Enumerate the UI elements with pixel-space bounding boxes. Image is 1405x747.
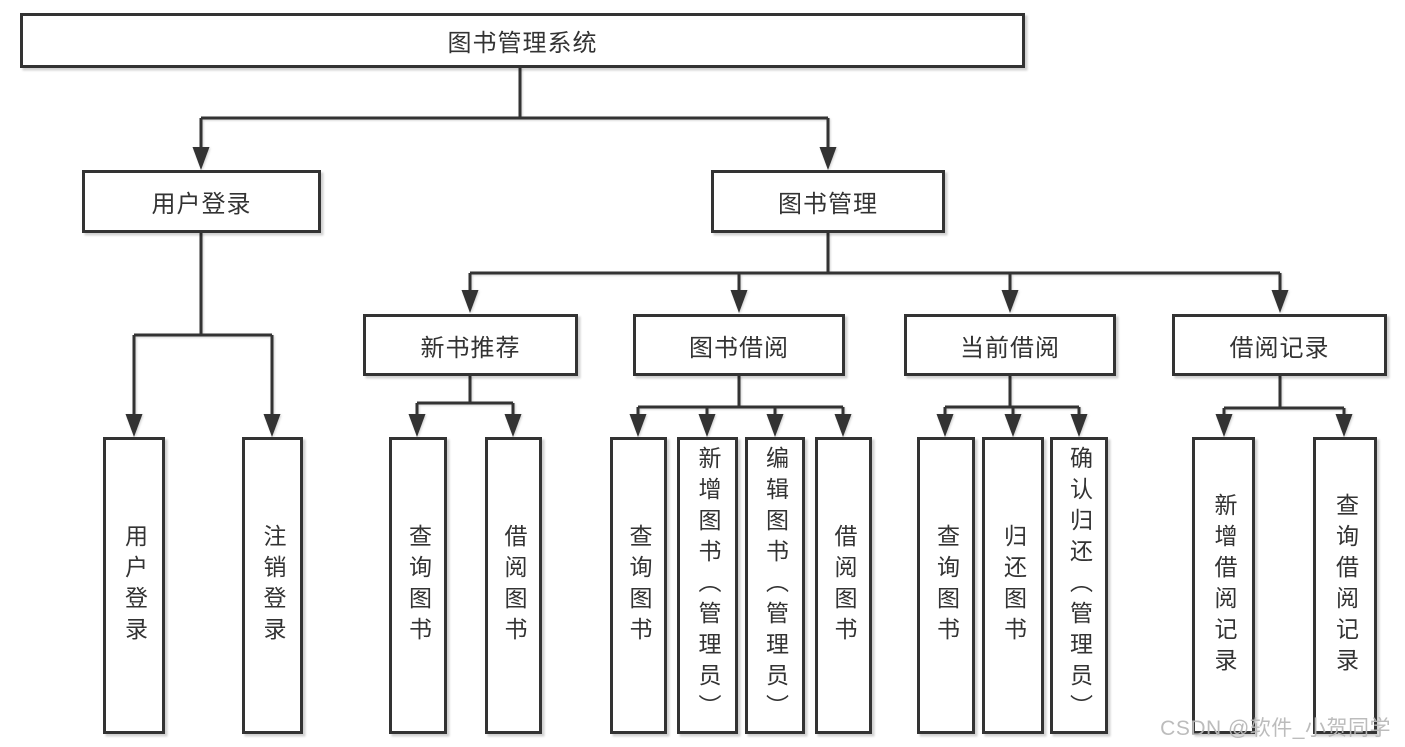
arrowhead xyxy=(730,290,748,313)
connector-current-borrowing-to-leaves xyxy=(936,376,1088,437)
leaf-query-books-current: 查询图书 xyxy=(917,437,975,734)
arrowhead xyxy=(125,414,143,437)
connector-root-to-level1 xyxy=(192,68,837,170)
arrowhead xyxy=(819,147,837,170)
leaf-query-borrow-record: 查询借阅记录 xyxy=(1313,437,1377,734)
node-book-borrowing: 图书借阅 xyxy=(633,314,845,376)
leaf-query-books-recommend: 查询图书 xyxy=(389,437,447,734)
leaf-logout: 注销登录 xyxy=(242,437,303,734)
arrowhead xyxy=(1004,414,1022,437)
node-label: 用户登录 xyxy=(121,523,148,648)
node-label: 新增借阅记录 xyxy=(1211,492,1237,679)
arrowhead xyxy=(766,414,784,437)
arrowhead xyxy=(461,290,479,313)
arrowhead xyxy=(629,414,647,437)
connector-book-management-to-level2 xyxy=(461,233,1289,313)
node-book-management: 图书管理 xyxy=(711,170,945,233)
arrowhead xyxy=(1001,290,1019,313)
node-label: 新书推荐 xyxy=(420,334,521,362)
arrowhead xyxy=(263,414,281,437)
leaf-add-borrow-record: 新增借阅记录 xyxy=(1192,437,1255,734)
arrowhead xyxy=(192,147,210,170)
leaf-borrow-books: 借阅图书 xyxy=(815,437,872,734)
leaf-query-books-borrowing: 查询图书 xyxy=(610,437,667,734)
arrowhead xyxy=(834,414,852,437)
node-label: 新增图书（管理员） xyxy=(695,446,721,725)
connector-user-login-to-leaves xyxy=(125,233,281,437)
leaf-borrow-books-recommend: 借阅图书 xyxy=(485,437,542,734)
leaf-user-login: 用户登录 xyxy=(103,437,165,734)
arrowhead xyxy=(1271,290,1289,313)
node-label: 借阅记录 xyxy=(1229,334,1330,362)
csdn-watermark: CSDN @软件_小贺同学 xyxy=(1160,717,1391,740)
leaf-add-books-admin: 新增图书（管理员） xyxy=(677,437,738,734)
connector-borrowing-records-to-leaves xyxy=(1215,376,1353,437)
node-user-login: 用户登录 xyxy=(82,170,321,233)
arrowhead xyxy=(408,414,426,437)
node-label: 借阅图书 xyxy=(831,523,857,648)
node-label: 图书管理系统 xyxy=(447,30,598,57)
arrowhead xyxy=(1335,414,1353,437)
node-library-management-system: 图书管理系统 xyxy=(20,13,1025,68)
node-label: 图书借阅 xyxy=(689,334,789,362)
node-label: 归还图书 xyxy=(1000,523,1027,648)
node-label: 查询图书 xyxy=(626,523,652,648)
node-label: 注销登录 xyxy=(260,523,286,648)
arrowhead xyxy=(936,414,954,437)
leaf-return-books: 归还图书 xyxy=(982,437,1044,734)
node-label: 查询图书 xyxy=(405,523,432,648)
node-label: 查询借阅记录 xyxy=(1332,492,1359,679)
arrowhead xyxy=(1215,414,1233,437)
node-label: 确认归还（管理员） xyxy=(1066,446,1093,725)
leaf-edit-books-admin: 编辑图书（管理员） xyxy=(745,437,805,734)
leaf-confirm-return-admin: 确认归还（管理员） xyxy=(1050,437,1108,734)
node-label: 编辑图书（管理员） xyxy=(762,446,789,725)
node-borrowing-records: 借阅记录 xyxy=(1172,314,1387,376)
node-label: 图书管理 xyxy=(778,191,878,218)
node-label: 当前借阅 xyxy=(960,334,1060,362)
arrowhead xyxy=(698,414,716,437)
arrowhead xyxy=(1070,414,1088,437)
connector-book-borrowing-to-leaves xyxy=(629,376,852,437)
node-label: 借阅图书 xyxy=(501,523,527,648)
node-new-book-recommend: 新书推荐 xyxy=(363,314,578,376)
node-label: 查询图书 xyxy=(933,523,960,648)
node-label: 用户登录 xyxy=(151,191,252,218)
node-current-borrowing: 当前借阅 xyxy=(904,314,1116,376)
arrowhead xyxy=(504,414,522,437)
connector-new-book-to-leaves xyxy=(408,376,522,437)
